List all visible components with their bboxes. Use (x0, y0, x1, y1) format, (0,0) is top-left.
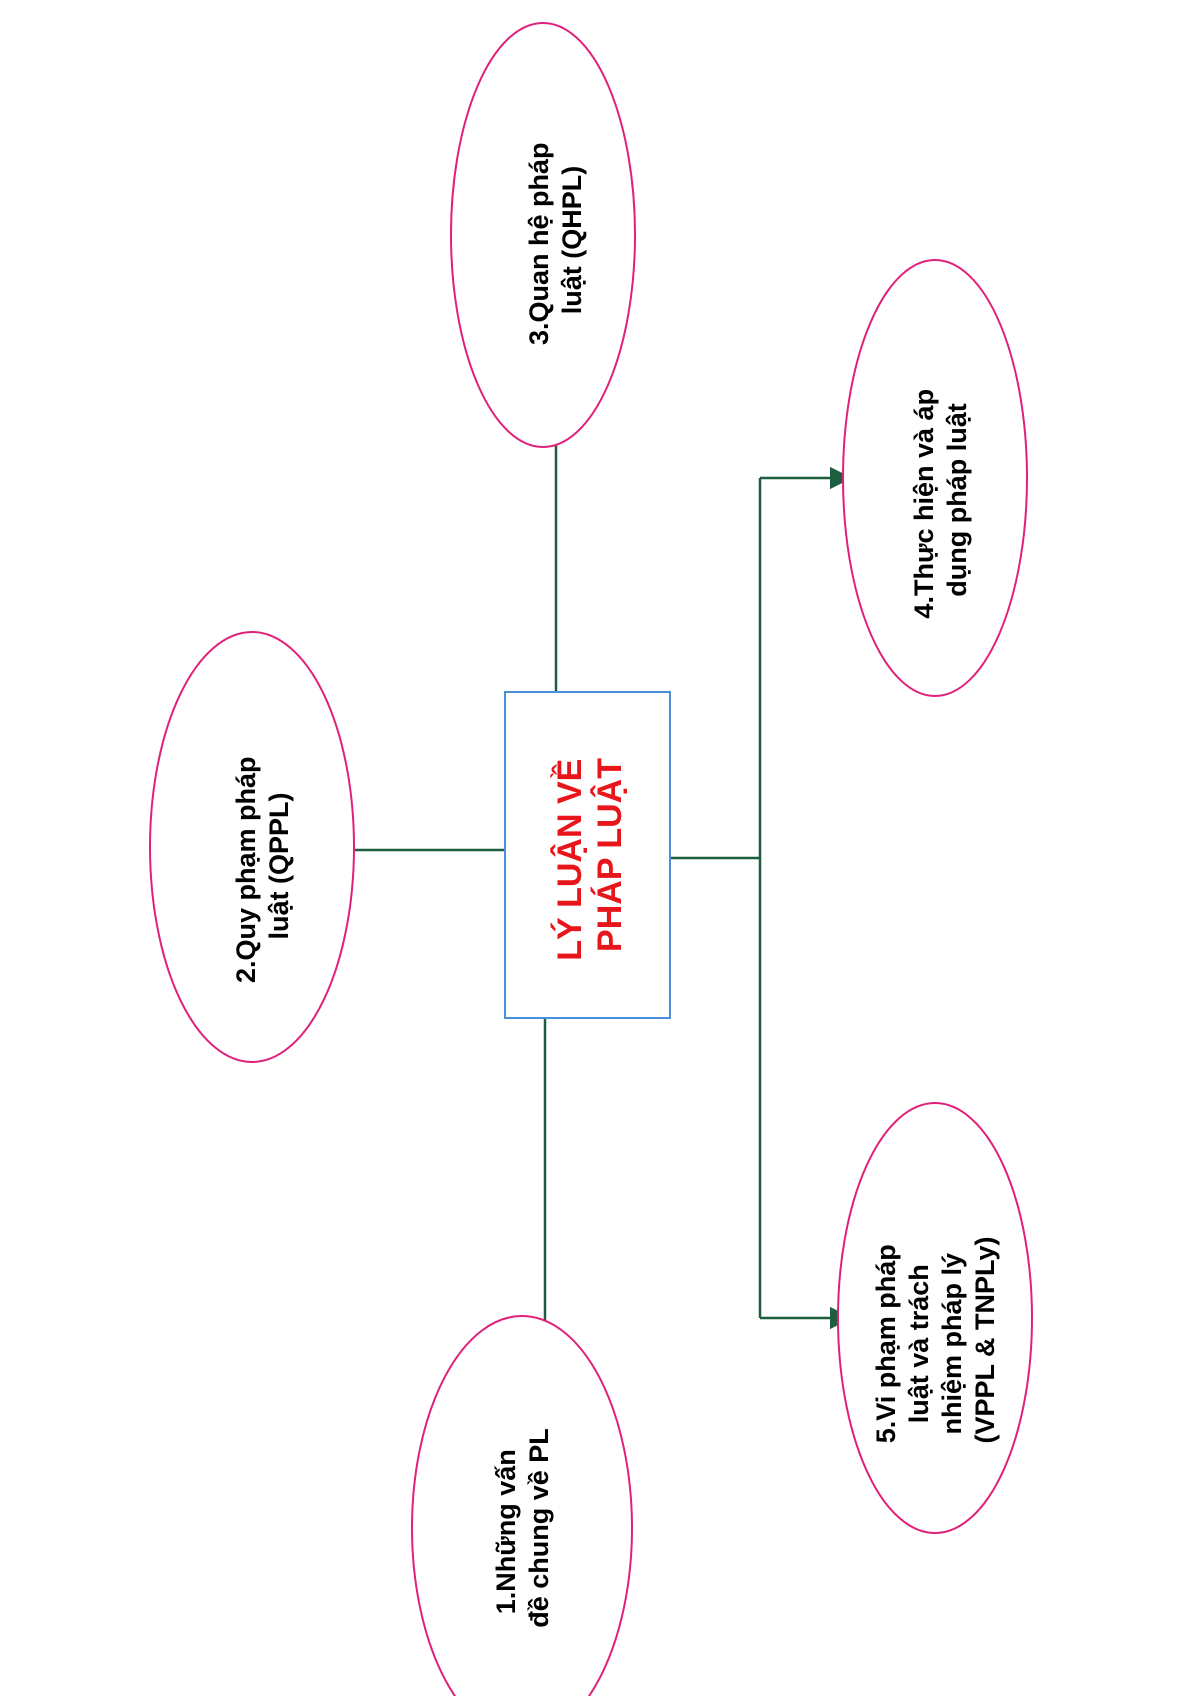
node-3-label: 3.Quan hệ pháp luật (QHPL) (524, 135, 587, 345)
node-5-ellipse (837, 1102, 1033, 1534)
center-box (504, 691, 671, 1019)
node-1-line-2: đề chung về PL (524, 1428, 554, 1628)
node-4-line-2: dụng pháp luật (942, 403, 972, 596)
node-5-line-4: (VPPL & TNPLy) (970, 1236, 1000, 1443)
node-3: 3.Quan hệ pháp luật (QHPL) (450, 22, 636, 448)
center-title: LÝ LUẬN VỀ PHÁP LUẬT (551, 749, 629, 961)
node-5: 5.Vi phạm pháp luật và trách nhiệm pháp … (837, 1102, 1033, 1534)
node-1: 1.Những vấn đề chung về PL (411, 1315, 633, 1696)
node-4-ellipse (842, 259, 1028, 697)
node-2: 2.Quy phạm pháp luật (QPPL) (149, 631, 355, 1063)
node-5-line-2: luật và trách (904, 1264, 934, 1423)
center-line-2: PHÁP LUẬT (591, 758, 629, 952)
node-5-line-3: nhiệm pháp lý (937, 1253, 967, 1435)
node-5-label: 5.Vi phạm pháp luật và trách nhiệm pháp … (871, 1236, 1000, 1443)
node-2-label: 2.Quy phạm pháp luật (QPPL) (231, 749, 294, 983)
node-2-line-1: 2.Quy phạm pháp (231, 756, 261, 983)
node-3-line-1: 3.Quan hệ pháp (524, 142, 554, 345)
node-4-label: 4.Thực hiện và áp dụng pháp luật (909, 381, 972, 618)
node-3-ellipse (450, 22, 636, 448)
node-4: 4.Thực hiện và áp dụng pháp luật (842, 259, 1028, 697)
node-2-line-2: luật (QPPL) (264, 793, 294, 940)
node-5-line-1: 5.Vi phạm pháp (871, 1244, 901, 1443)
node-1-ellipse (411, 1315, 633, 1696)
center-line-1: LÝ LUẬN VỀ (551, 759, 589, 961)
node-4-line-1: 4.Thực hiện và áp (909, 389, 939, 619)
node-1-label: 1.Những vấn đề chung về PL (491, 1428, 554, 1628)
node-2-ellipse (149, 631, 355, 1063)
node-1-line-1: 1.Những vấn (491, 1449, 521, 1614)
node-3-line-2: luật (QHPL) (557, 166, 587, 315)
center-topic: LÝ LUẬN VỀ PHÁP LUẬT (504, 691, 671, 1019)
